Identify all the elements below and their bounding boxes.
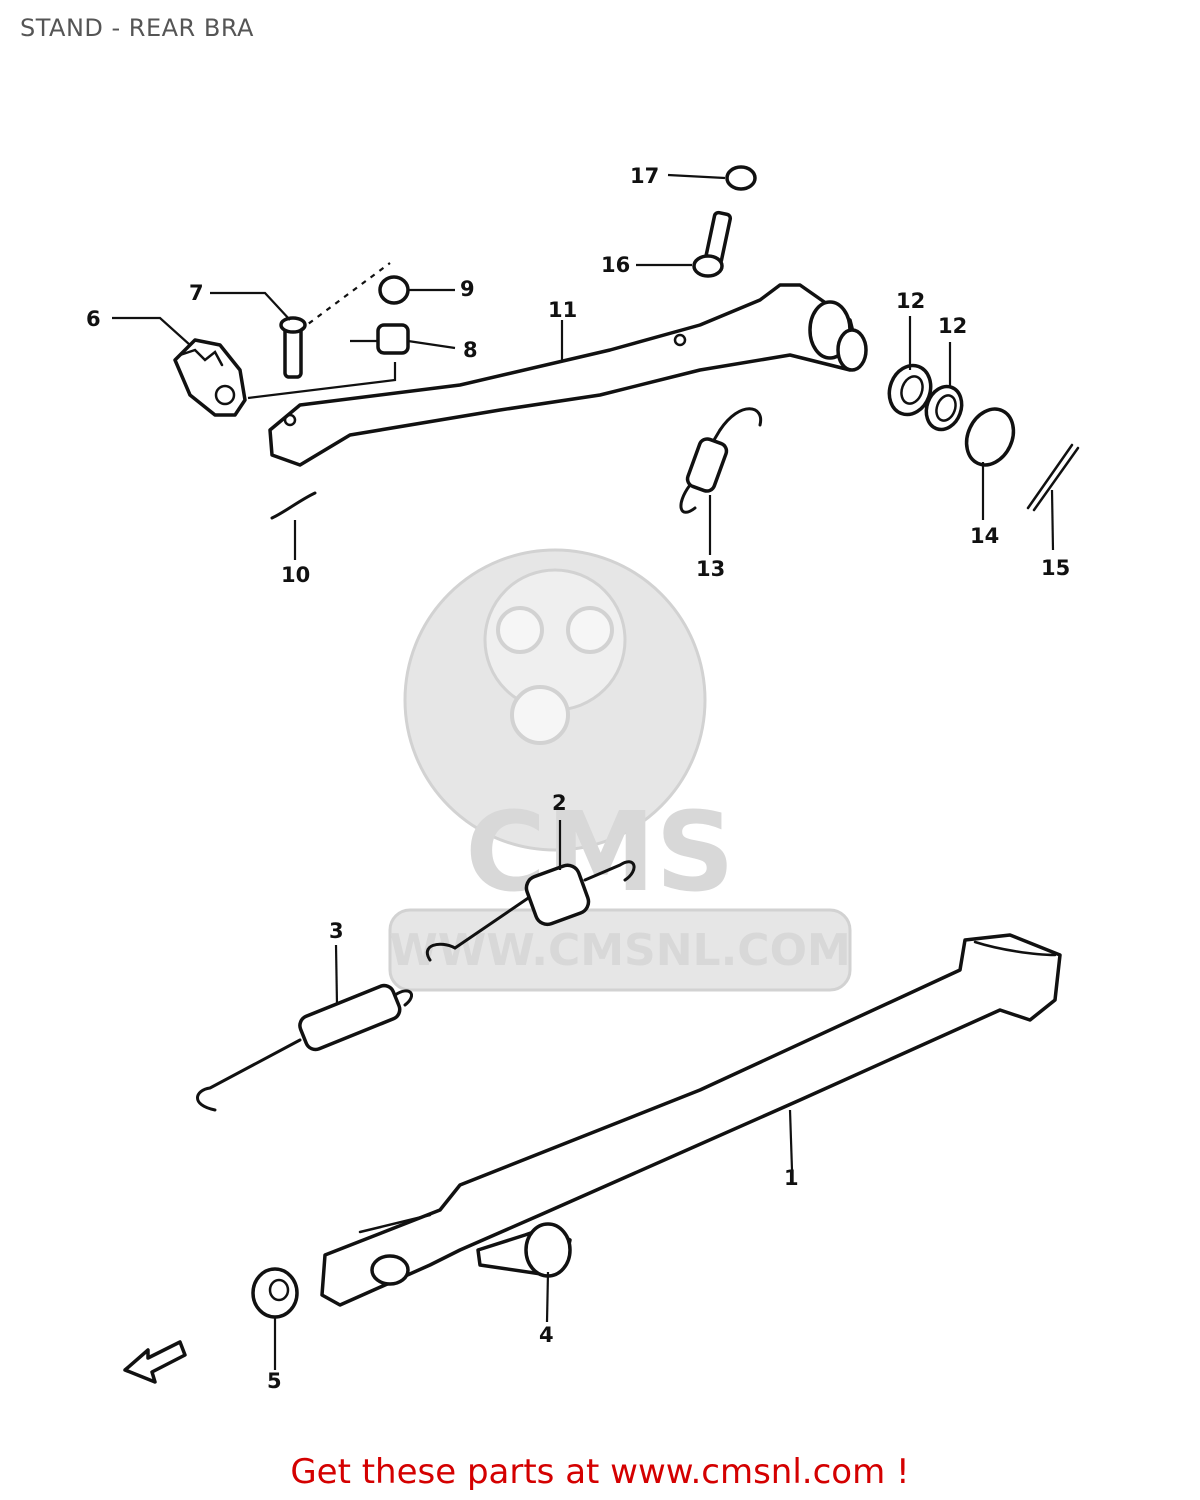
callout-5: 5 (267, 1369, 282, 1393)
cap-9 (378, 275, 410, 305)
bolt-7 (279, 316, 307, 379)
watermark-logo: CMS WWW.CMSNL.COM (388, 548, 852, 992)
callout-4: 4 (539, 1323, 554, 1347)
callout-10: 10 (281, 563, 310, 587)
callout-12b: 12 (938, 314, 967, 338)
callout-8: 8 (463, 338, 478, 362)
bolt-16 (692, 210, 733, 278)
callout-13: 13 (696, 557, 725, 581)
washer-14 (964, 407, 1016, 467)
watermark-url: WWW.CMSNL.COM (389, 925, 851, 976)
leader-lines (112, 173, 1055, 1370)
side-stand (320, 933, 1062, 1307)
front-arrow-icon (123, 1340, 187, 1384)
cotter-pin-15 (1026, 443, 1080, 512)
clip-10 (270, 491, 317, 520)
spring-2 (426, 860, 636, 962)
watermark-logo-text: CMS (465, 788, 734, 916)
callout-9: 9 (460, 277, 475, 301)
callout-15: 15 (1041, 556, 1070, 580)
callout-16: 16 (601, 253, 630, 277)
pedal-tip (173, 338, 247, 417)
page-title: STAND - REAR BRA (20, 14, 254, 42)
callout-6: 6 (86, 307, 101, 331)
washer-12b (924, 384, 964, 432)
callout-11: 11 (548, 298, 577, 322)
callout-1: 1 (784, 1166, 799, 1190)
callout-7: 7 (189, 281, 204, 305)
callout-12a: 12 (896, 289, 925, 313)
nut-17 (725, 165, 757, 191)
callout-17: 17 (630, 164, 659, 188)
brake-pedal (268, 283, 868, 467)
nut-5 (251, 1267, 299, 1319)
bolt-4 (476, 1222, 572, 1278)
callout-2: 2 (552, 791, 567, 815)
footer-link[interactable]: Get these parts at www.cmsnl.com ! (290, 1452, 910, 1492)
spring-3 (196, 983, 413, 1112)
callout-14: 14 (970, 524, 999, 548)
callout-3: 3 (329, 919, 344, 943)
spring-13 (679, 407, 763, 514)
nut-8 (376, 323, 410, 355)
